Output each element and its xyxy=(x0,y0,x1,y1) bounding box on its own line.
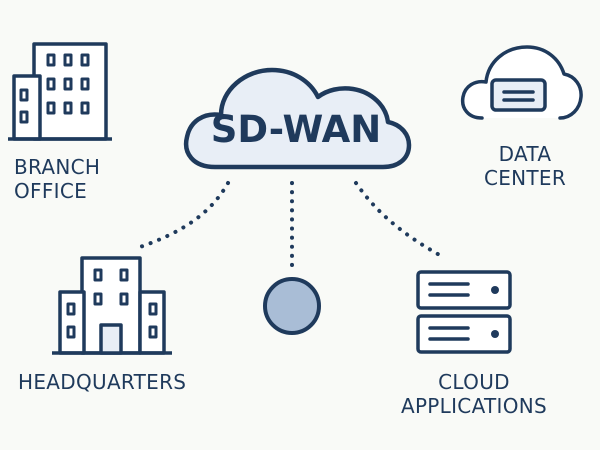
server-stack-icon xyxy=(416,270,512,354)
cloud-server-icon xyxy=(460,45,583,120)
cloud-applications-label: CLOUD APPLICATIONS xyxy=(400,370,548,418)
connector-to-headquarters xyxy=(138,181,230,249)
endpoint-circle-icon xyxy=(263,277,321,335)
cloud-icon xyxy=(183,67,412,170)
branch-office-label: BRANCH OFFICE xyxy=(14,155,101,203)
data-center-label: DATA CENTER xyxy=(483,142,567,190)
office-building-icon xyxy=(8,42,112,141)
headquarters-label: HEADQUARTERS xyxy=(18,370,187,394)
connector-to-cloud-applications xyxy=(354,181,447,260)
headquarters-building-icon xyxy=(52,256,172,355)
sdwan-label: SD-WAN xyxy=(211,108,382,151)
